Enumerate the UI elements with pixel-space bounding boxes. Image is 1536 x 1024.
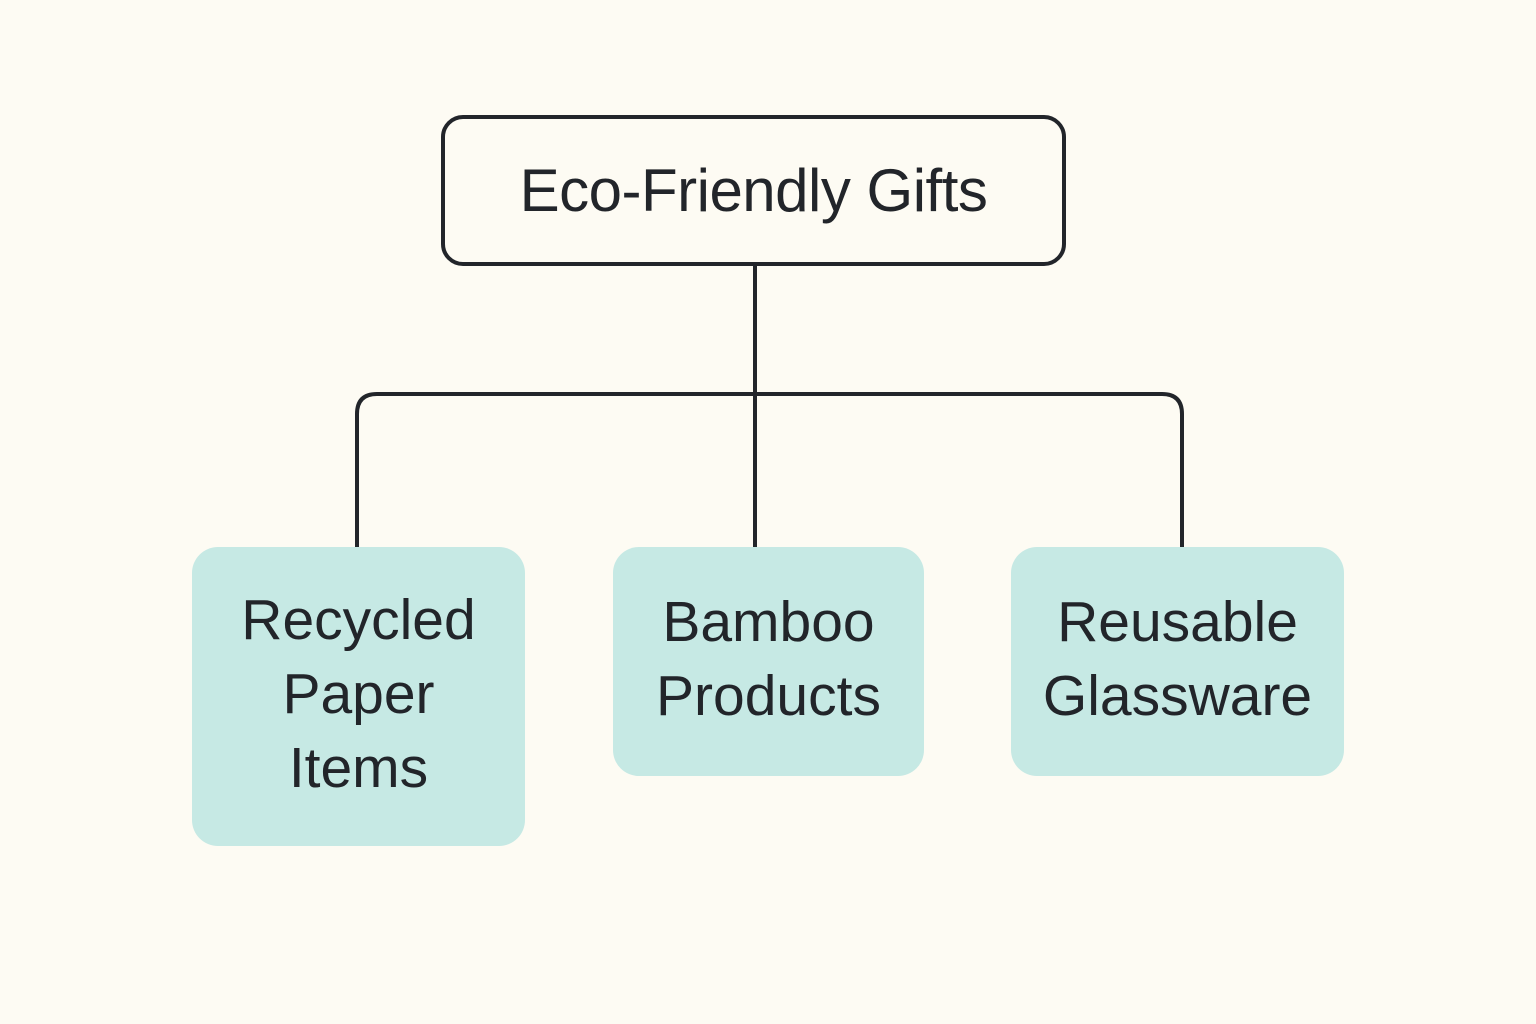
child-node-label: Recycled Paper Items: [241, 583, 475, 805]
child-node-label: Reusable Glassware: [1043, 585, 1312, 733]
label-line: Items: [288, 735, 429, 800]
child-node-reusable-glassware: Reusable Glassware: [1011, 547, 1344, 776]
label-line: Products: [656, 663, 881, 728]
label-line: Recycled: [241, 587, 476, 652]
connector-branch: [355, 392, 1184, 547]
child-node-recycled-paper-items: Recycled Paper Items: [192, 547, 525, 846]
root-node: Eco-Friendly Gifts: [441, 115, 1066, 266]
child-node-label: Bamboo Products: [656, 585, 881, 733]
root-node-label: Eco-Friendly Gifts: [519, 157, 988, 224]
child-node-bamboo-products: Bamboo Products: [613, 547, 924, 776]
label-line: Bamboo: [662, 589, 875, 654]
label-line: Reusable: [1057, 589, 1298, 654]
label-line: Glassware: [1042, 663, 1313, 728]
label-line: Paper: [282, 661, 435, 726]
